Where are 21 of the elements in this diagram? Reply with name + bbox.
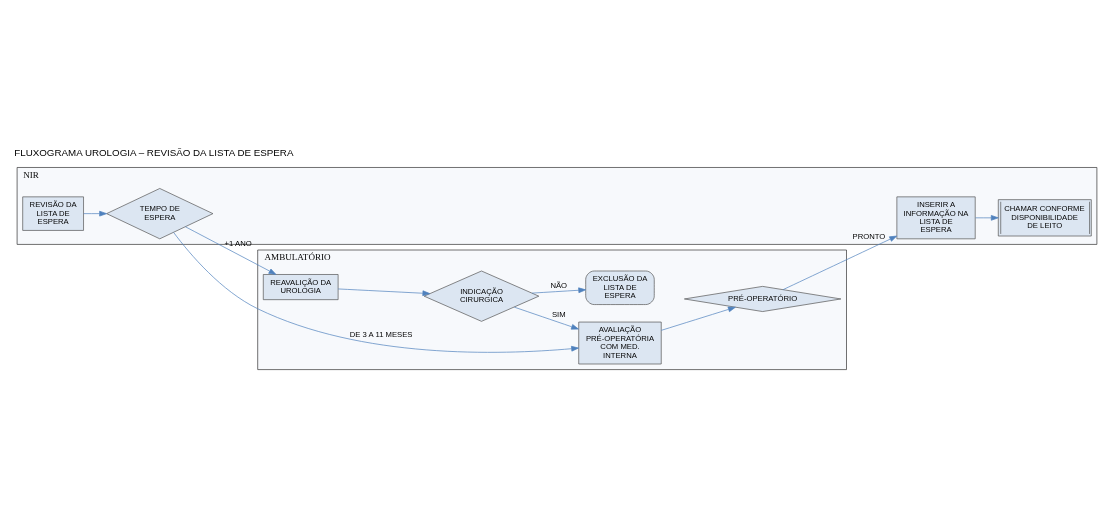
edge-label: NÃO [550,280,568,290]
arrow [975,214,999,221]
arrow [185,225,277,275]
arrow [173,231,579,353]
arrow [782,235,898,290]
node-box: AVALIAÇÃO PRÉ-OPERATÓRIA COM MED. INTERNA [578,321,662,364]
edge-label: DE 3 A 11 MESES [349,329,413,339]
edge-label: PRONTO [852,231,886,241]
node-diamond: TEMPO DE ESPERA [106,187,214,239]
arrow [83,210,107,216]
edge-label: +1 ANO [224,238,252,248]
node-box: INSERIR A INFORMAÇÃO NA LISTA DE ESPERA [896,196,976,239]
edge-label: SIM [551,309,566,319]
arrow [514,306,579,329]
node-box: REVISÃO DA LISTA DE ESPERA [22,196,84,231]
arrow [337,288,431,296]
node-box: EXCLUSÃO DA LISTA DE ESPERA [585,270,655,305]
diagram-title: FLUXOGRAMA UROLOGIA – REVISÃO DA LISTA DE ESPERA [14,146,294,158]
node-box: REAVALIÇÃO DA UROLOGIA [262,273,339,300]
arrow [531,286,587,293]
arrow [661,306,736,331]
